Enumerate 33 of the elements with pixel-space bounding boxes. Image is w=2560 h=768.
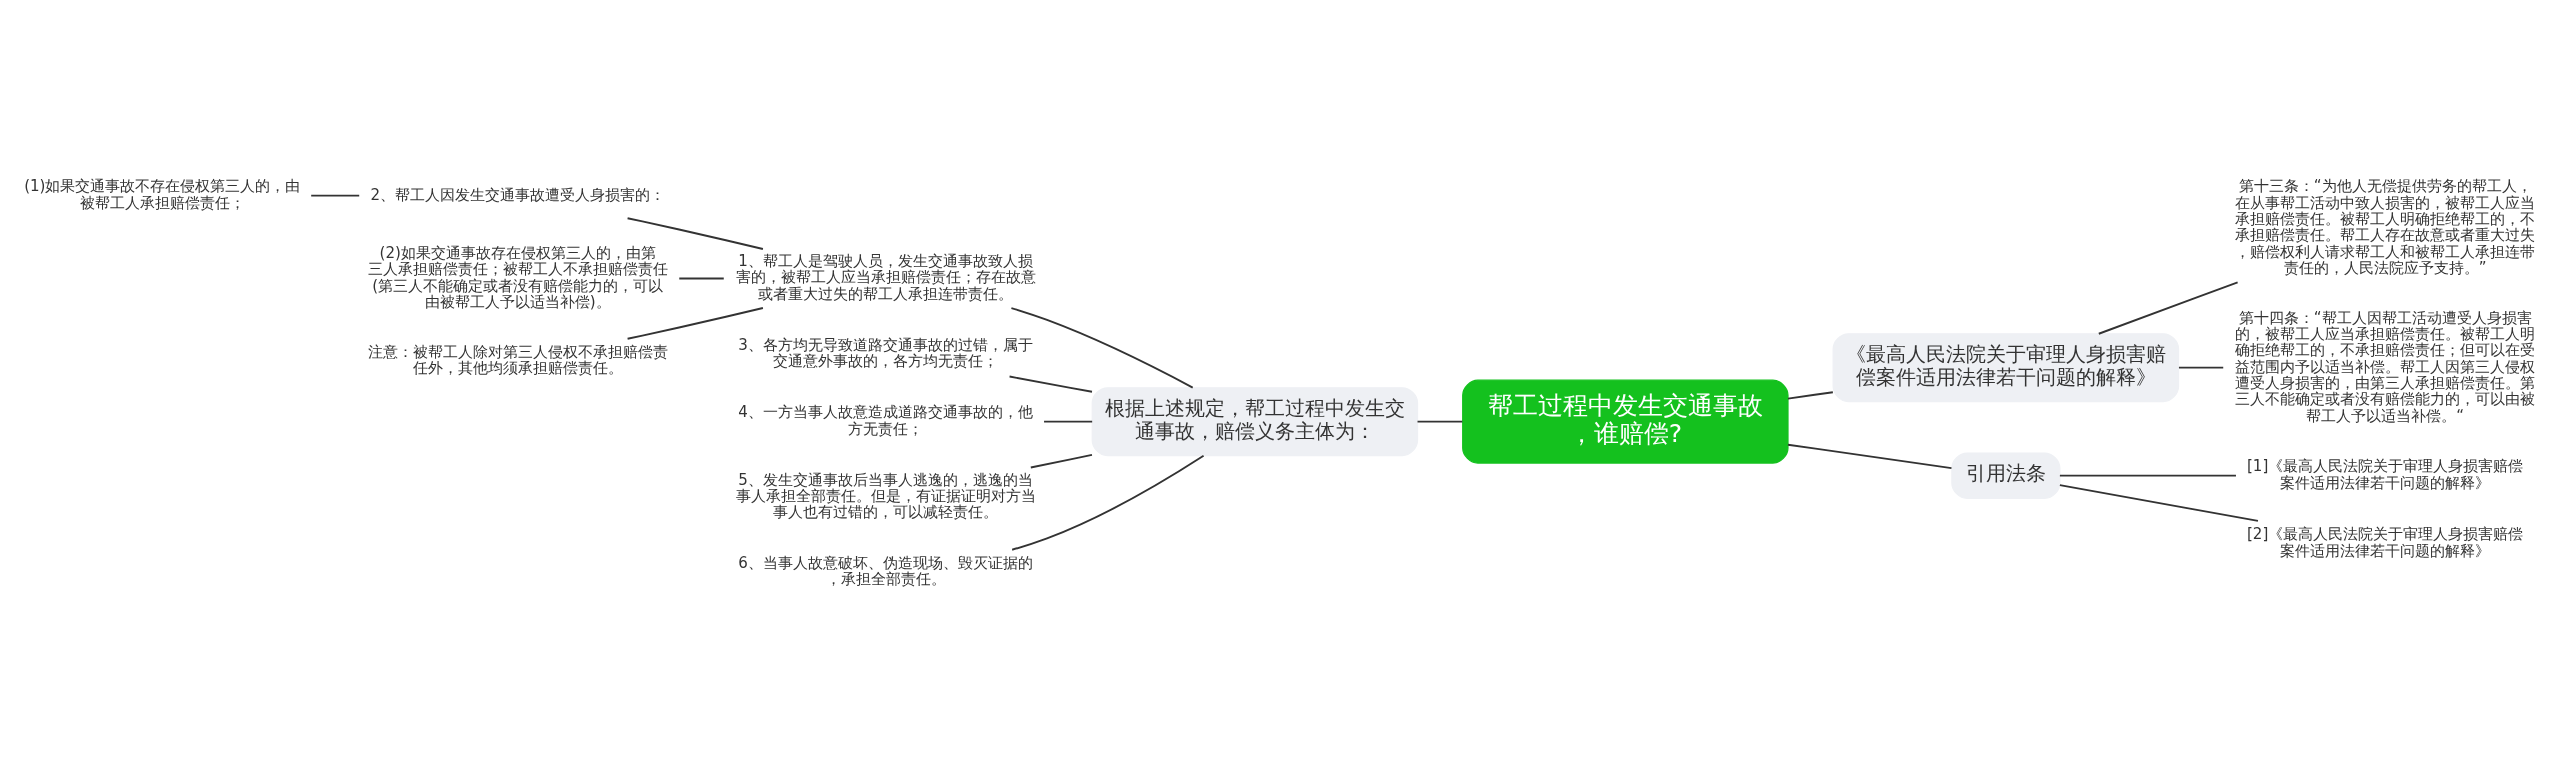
node-text: 第十四条：“帮工人因帮工活动遭受人身损害的，被帮工人应当承担赔偿责任。被帮工人明确拒绝帮工的，不承担赔偿责任；但可以在受益范围内予以适当补偿。帮工人因第三人侵权遭受人身损害的，由第三人承担赔偿责任。第三人不能确定或者没有赔偿能力的，可以由被帮工人予以适当补偿。“ bbox=[2235, 308, 2536, 425]
connector bbox=[1008, 375, 1093, 393]
node-text: 5、发生交通事故后当事人逃逸的，逃逸的当事人承担全部责任。但是，有证据证明对方当事人也有过错的，可以减轻责任。 bbox=[735, 470, 1036, 522]
connector bbox=[1011, 454, 1205, 551]
connector bbox=[2058, 474, 2237, 477]
node-box: 引用法条 bbox=[1951, 452, 2061, 499]
node-text: 注意：被帮工人除对第三人侵权不承担赔偿责任外，其他均须承担赔偿责任。 bbox=[367, 343, 668, 378]
connector bbox=[1787, 443, 1953, 469]
connector bbox=[1043, 420, 1094, 423]
node-box: 根据上述规定，帮工过程中发生交通事故，赔偿义务主体为： bbox=[1091, 387, 1419, 457]
node-box: 帮工过程中发生交通事故，谁赔偿? bbox=[1462, 379, 1789, 464]
node-text: 6、当事人故意破坏、伪造现场、毁灭证据的，承担全部责任。 bbox=[738, 554, 1033, 589]
node-text: [1]《最高人民法院关于审理人身损害赔偿案件适用法律若干问题的解释》 bbox=[2246, 457, 2524, 492]
node-text: 2、帮工人因发生交通事故遭受人身损害的： bbox=[370, 185, 666, 204]
connector bbox=[678, 277, 725, 280]
node-text: 第十三条：“为他人无偿提供劳务的帮工人，在从事帮工活动中致人损害的，被帮工人应当承担赔偿责任。被帮工人明确拒绝帮工的，不承担赔偿责任。帮工人存在故意或者重大过失，赔偿权利人请求帮工人和被帮工人承担连带责任的，人民法院应予支持。” bbox=[2235, 177, 2536, 277]
node-text: [2]《最高人民法院关于审理人身损害赔偿案件适用法律若干问题的解释》 bbox=[2246, 525, 2524, 560]
node-text: 1、帮工人是驾驶人员，发生交通事故致人损害的，被帮工人应当承担赔偿责任；存在故意或者重大过失的帮工人承担连带责任。 bbox=[735, 252, 1036, 303]
node-text: (1)如果交通事故不存在侵权第三人的，由被帮工人承担赔偿责任； bbox=[24, 177, 301, 212]
connector bbox=[1029, 453, 1093, 469]
node-box: 《最高人民法院关于审理人身损害赔偿案件适用法律若干问题的解释》 bbox=[1832, 333, 2180, 403]
node-text: 3、各方均无导致道路交通事故的过错，属于交通意外事故的，各方均无责任； bbox=[738, 335, 1033, 370]
connector bbox=[626, 307, 764, 340]
connector bbox=[1416, 420, 1464, 423]
connector bbox=[2178, 366, 2225, 369]
connector bbox=[310, 194, 361, 197]
node-text: 4、一方当事人故意造成道路交通事故的，他方无责任； bbox=[738, 403, 1033, 438]
connector bbox=[1010, 307, 1194, 389]
connector bbox=[626, 217, 764, 250]
node-text: (2)如果交通事故存在侵权第三人的，由第三人承担赔偿责任；被帮工人不承担赔偿责任(第三人不能确定或者没有赔偿能力的，可以由被帮工人予以适当补偿)。 bbox=[367, 243, 668, 311]
connector bbox=[1787, 391, 1834, 400]
connector bbox=[2058, 484, 2259, 522]
connector bbox=[2097, 281, 2239, 335]
